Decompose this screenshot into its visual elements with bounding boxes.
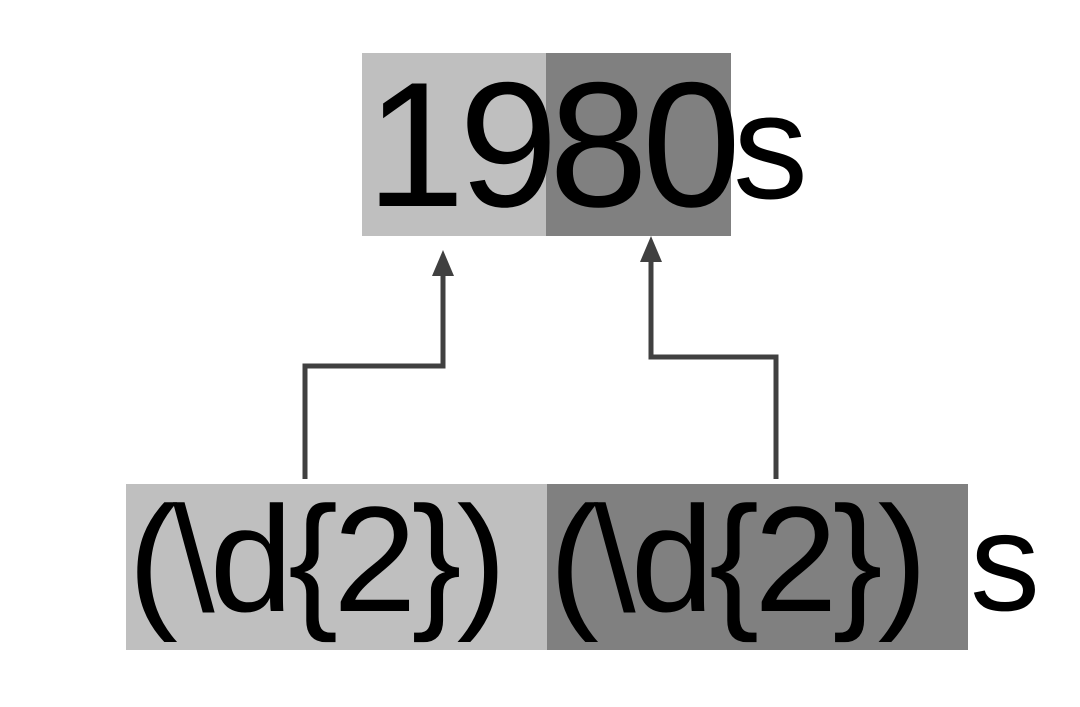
group1-connector-line [302, 272, 446, 479]
top-suffix-text: s [733, 62, 808, 230]
bottom-group2-pattern: (\d{2}) [549, 475, 928, 643]
group1-arrowhead-icon [432, 250, 454, 276]
top-group2-text: 80 [549, 45, 741, 244]
top-group2-highlight [546, 53, 731, 236]
bottom-group1-pattern: (\d{2}) [128, 475, 507, 643]
bottom-group1-highlight [126, 484, 548, 650]
top-group1-text: 19 [366, 45, 558, 244]
bottom-suffix-text: s [970, 483, 1040, 640]
group2-connector-line [648, 258, 779, 479]
bottom-group2-highlight [547, 484, 968, 650]
top-group1-highlight [362, 53, 548, 236]
